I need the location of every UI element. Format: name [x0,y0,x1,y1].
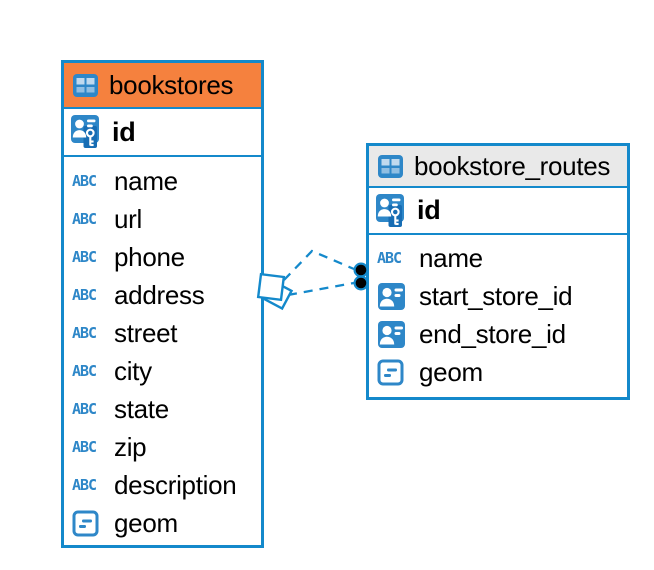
column-row-geom[interactable]: geom [369,353,627,391]
column-row-url[interactable]: ABC url [64,200,261,238]
table-bookstores[interactable]: bookstores id A [61,60,264,548]
column-name: name [114,165,178,196]
column-name: url [114,203,142,234]
text-type-icon: ABC [72,476,97,494]
table-bookstore-routes[interactable]: bookstore_routes id [366,143,630,400]
fk-edge-start-store-id [283,249,355,281]
column-name: id [417,195,441,225]
column-name: address [114,279,205,310]
table-bookstore-routes-header[interactable]: bookstore_routes [369,146,627,188]
column-row-description[interactable]: ABC description [64,466,261,504]
geometry-type-icon [72,510,106,537]
table-name: bookstore_routes [414,150,611,181]
primary-key-icon [70,114,104,150]
column-row-id[interactable]: id [369,188,627,235]
column-name: city [114,355,152,386]
text-type-icon: ABC [72,438,97,456]
column-row-name[interactable]: ABC name [369,239,627,277]
column-row-zip[interactable]: ABC zip [64,428,261,466]
column-name: geom [419,356,483,387]
column-name: id [112,116,136,147]
column-row-street[interactable]: ABC street [64,314,261,352]
column-name: name [419,242,483,273]
column-row-start-store-id[interactable]: start_store_id [369,277,627,315]
column-name: phone [114,241,185,272]
column-name: description [114,469,237,500]
column-row-end-store-id[interactable]: end_store_id [369,315,627,353]
column-name: end_store_id [419,318,566,349]
primary-key-icon [375,193,409,229]
column-row-id[interactable]: id [64,109,261,157]
column-row-state[interactable]: ABC state [64,390,261,428]
column-row-city[interactable]: ABC city [64,352,261,390]
column-row-address[interactable]: ABC address [64,276,261,314]
fk-edge-end-store-id [287,281,355,297]
reference-type-icon [377,320,411,349]
geometry-type-icon [377,359,411,386]
column-row-phone[interactable]: ABC phone [64,238,261,276]
column-list: ABC name ABC url ABC phone ABC address A… [64,157,261,542]
text-type-icon: ABC [72,324,97,342]
table-name: bookstores [109,69,234,100]
column-row-name[interactable]: ABC name [64,162,261,200]
column-name: geom [114,507,178,538]
column-row-geom[interactable]: geom [64,504,261,542]
column-name: state [114,393,169,424]
table-bookstores-header[interactable]: bookstores [64,63,261,109]
column-name: zip [114,431,147,462]
text-type-icon: ABC [72,172,97,190]
text-type-icon: ABC [72,248,97,266]
text-type-icon: ABC [72,362,97,380]
text-type-icon: ABC [72,286,97,304]
text-type-icon: ABC [72,210,97,228]
table-icon [377,154,404,179]
text-type-icon: ABC [72,400,97,418]
column-list: ABC name start_store_id [369,235,627,391]
text-type-icon: ABC [377,249,402,267]
table-icon [72,73,99,98]
column-name: street [114,317,178,348]
column-name: start_store_id [419,280,573,311]
reference-type-icon [377,282,411,311]
